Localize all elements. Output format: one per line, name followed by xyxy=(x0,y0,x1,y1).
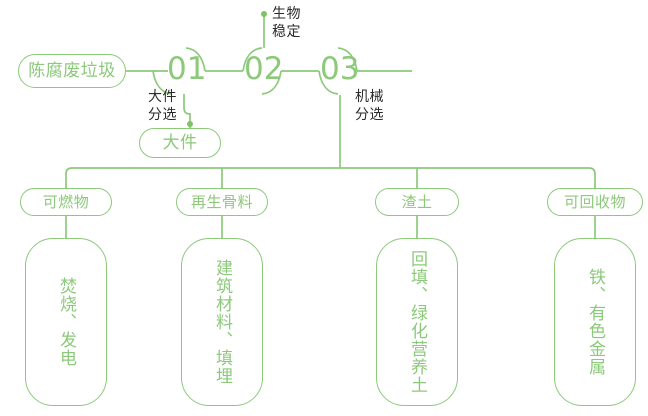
arc-01-lower-left xyxy=(152,70,173,95)
dot-biological-stabilization xyxy=(261,11,267,17)
label-step-02-bio-stabilization: 生物 稳定 xyxy=(272,6,301,40)
label-step-03-mechanical-sorting: 机械 分选 xyxy=(355,89,384,123)
node-destination-construction-material[interactable]: 建筑材料、填埋 xyxy=(181,238,263,406)
step-number-02: 02 xyxy=(244,51,284,87)
arc-02-lower-right xyxy=(261,70,282,95)
node-category-combustible-label: 可燃物 xyxy=(42,192,90,211)
distribution-bus xyxy=(65,167,596,188)
arc-03-lower-left xyxy=(318,70,339,95)
node-category-combustible[interactable]: 可燃物 xyxy=(20,188,112,216)
node-category-recyclables-label: 可回收物 xyxy=(563,192,626,211)
arc-01-upper xyxy=(185,47,206,72)
dot-bulky-output xyxy=(187,121,193,127)
node-category-residual-soil-label: 渣土 xyxy=(401,192,433,211)
node-destination-backfill-soil[interactable]: 回填、绿化营养土 xyxy=(376,238,458,406)
node-destination-metals[interactable]: 铁、有色金属 xyxy=(554,238,636,406)
node-output-bulky[interactable]: 大件 xyxy=(139,128,221,158)
node-category-residual-soil[interactable]: 渣土 xyxy=(375,188,459,216)
arc-02-upper-left xyxy=(242,47,263,72)
node-category-recycled-aggregate[interactable]: 再生骨料 xyxy=(176,188,268,216)
label-step-01-bulky-sorting: 大件 分选 xyxy=(148,89,177,123)
node-source-waste[interactable]: 陈腐废垃圾 xyxy=(18,54,126,88)
node-destination-backfill-soil-label: 回填、绿化营养土 xyxy=(407,250,428,394)
node-destination-construction-material-label: 建筑材料、填埋 xyxy=(212,259,233,385)
arc-03-upper xyxy=(337,47,358,72)
wire-01-down-to-daijian xyxy=(183,94,191,123)
node-source-waste-label: 陈腐废垃圾 xyxy=(28,60,116,81)
node-category-recyclables[interactable]: 可回收物 xyxy=(547,188,643,216)
node-destination-incineration-label: 焚烧、发电 xyxy=(56,277,77,367)
node-category-recycled-aggregate-label: 再生骨料 xyxy=(190,192,253,211)
step-number-01: 01 xyxy=(167,51,207,87)
node-output-bulky-label: 大件 xyxy=(162,132,198,153)
step-number-03: 03 xyxy=(320,51,360,87)
node-destination-metals-label: 铁、有色金属 xyxy=(585,268,606,376)
node-destination-incineration[interactable]: 焚烧、发电 xyxy=(25,238,107,406)
